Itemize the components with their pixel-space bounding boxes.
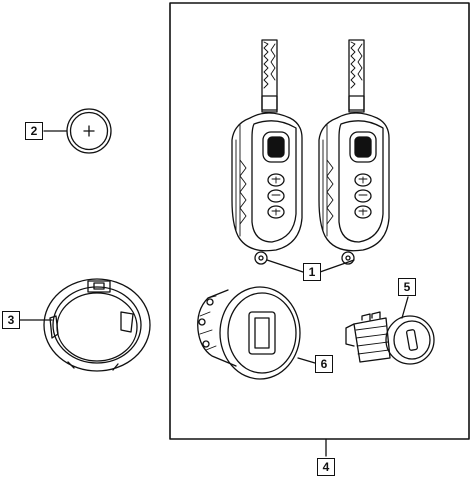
callout-4-kit-assembly: 4 <box>317 458 335 476</box>
retainer-ring-illustration <box>19 278 151 372</box>
callout-1-remote-key-fobs: 1 <box>303 263 321 281</box>
fob-leader-right <box>319 259 355 273</box>
callout-6-door-lock-cylinder: 6 <box>315 355 333 373</box>
fob-leader-left <box>266 259 304 273</box>
battery-illustration <box>43 108 112 154</box>
ignition-lock-cylinder-illustration <box>345 296 435 365</box>
key-fob-left-illustration <box>231 39 303 265</box>
callout-3-retainer-ring: 3 <box>2 311 20 329</box>
kit-frame <box>169 2 470 440</box>
door-lock-cylinder-illustration <box>197 286 316 380</box>
callout-5-ignition-lock-cylinder: 5 <box>398 278 416 296</box>
callout-2-battery: 2 <box>25 122 43 140</box>
key-fob-right-illustration <box>318 39 390 265</box>
